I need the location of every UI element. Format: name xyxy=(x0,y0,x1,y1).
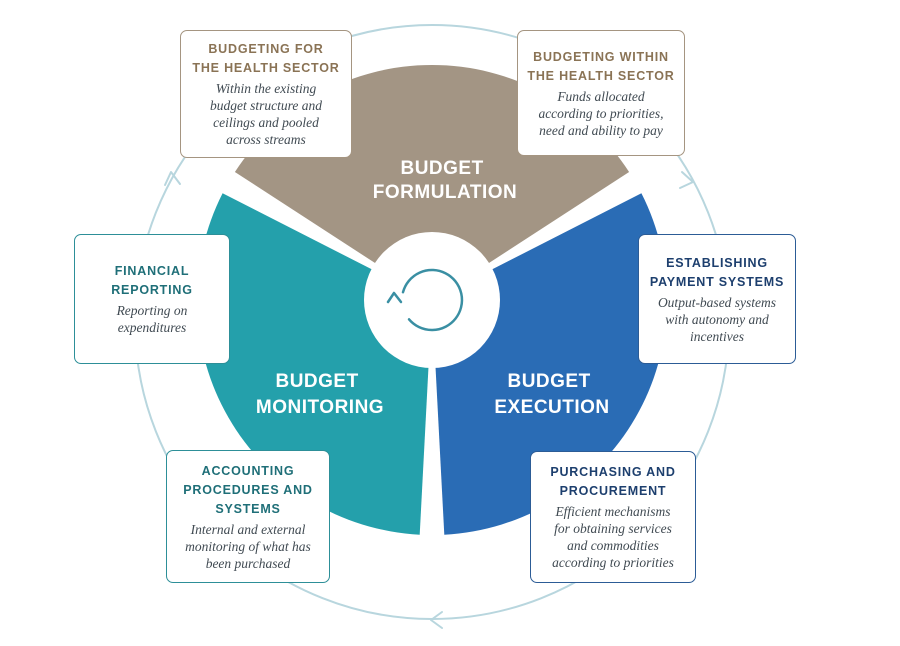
box-title: ACCOUNTING PROCEDURES AND SYSTEMS xyxy=(183,463,313,516)
label-budget-formulation: BUDGET FORMULATION xyxy=(373,158,517,203)
box-budgeting-for-health-sector: BUDGETING FOR THE HEALTH SECTOR Within t… xyxy=(180,30,352,158)
box-title: BUDGETING FOR THE HEALTH SECTOR xyxy=(192,42,340,75)
box-description: Funds allocated according to priorities,… xyxy=(538,88,664,138)
box-title: ESTABLISHING PAYMENT SYSTEMS xyxy=(649,255,785,289)
label-budget-execution-line1: BUDGET xyxy=(507,371,590,392)
box-title: FINANCIAL REPORTING xyxy=(111,264,193,297)
label-budget-formulation-line2: FORMULATION xyxy=(373,182,517,203)
box-purchasing-and-procurement: PURCHASING AND PROCUREMENT Efficient mec… xyxy=(530,451,696,583)
label-budget-execution-line2: EXECUTION xyxy=(494,397,609,418)
ring-arrow-top-right-icon xyxy=(679,171,694,189)
ring-arrow-bottom-icon xyxy=(430,611,443,629)
center-hub xyxy=(364,232,500,368)
ring-arrow-left-icon xyxy=(164,171,181,186)
label-budget-monitoring-line2: MONITORING xyxy=(256,397,384,418)
box-accounting-procedures-and-systems: ACCOUNTING PROCEDURES AND SYSTEMS Intern… xyxy=(166,450,330,583)
box-title: PURCHASING AND PROCUREMENT xyxy=(550,465,676,498)
box-description: Within the existing budget structure and… xyxy=(210,81,322,147)
box-establishing-payment-systems: ESTABLISHING PAYMENT SYSTEMS Output-base… xyxy=(638,234,796,364)
label-budget-monitoring: BUDGET MONITORING xyxy=(256,371,384,418)
label-budget-formulation-line1: BUDGET xyxy=(400,158,483,179)
box-title: BUDGETING WITHIN THE HEALTH SECTOR xyxy=(527,49,675,83)
box-budgeting-within-health-sector: BUDGETING WITHIN THE HEALTH SECTOR Funds… xyxy=(517,30,685,156)
label-budget-execution: BUDGET EXECUTION xyxy=(494,371,609,418)
box-description: Efficient mechanisms for obtaining servi… xyxy=(552,504,674,570)
box-description: Internal and external monitoring of what… xyxy=(185,521,311,571)
label-budget-monitoring-line1: BUDGET xyxy=(275,371,358,392)
box-description: Reporting on expenditures xyxy=(116,303,188,335)
box-description: Output-based systems with autonomy and i… xyxy=(657,294,777,344)
box-financial-reporting: FINANCIAL REPORTING Reporting on expendi… xyxy=(74,234,230,364)
circular-arrow-icon xyxy=(386,268,464,332)
